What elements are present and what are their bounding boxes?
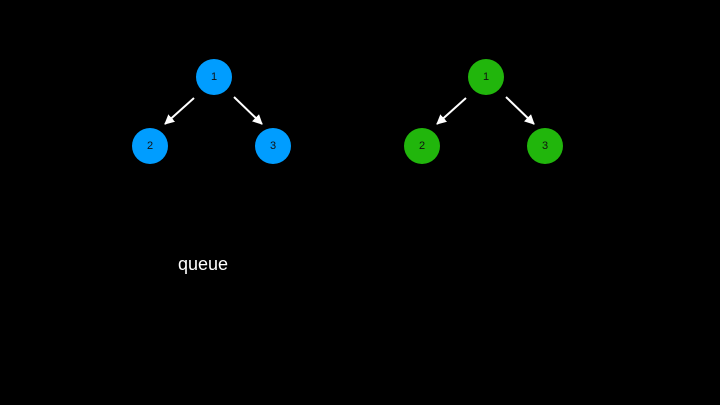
edge-1-to-3	[233, 96, 263, 125]
edge-1-to-3	[505, 96, 535, 125]
svg-text:2: 2	[147, 140, 153, 152]
tree-node-1: 1	[468, 59, 504, 95]
tree-node-1: 1	[196, 59, 232, 95]
tree-node-3: 3	[527, 128, 563, 164]
queue-label: queue	[178, 254, 229, 274]
edge-1-to-2	[436, 97, 467, 125]
edge-1-to-2	[164, 97, 195, 125]
svg-text:1: 1	[483, 71, 489, 83]
svg-text:3: 3	[542, 140, 548, 152]
tree-node-2: 2	[132, 128, 168, 164]
tree-node-2: 2	[404, 128, 440, 164]
svg-text:2: 2	[419, 140, 425, 152]
tree-blue: 1 2 3	[132, 59, 291, 164]
svg-text:1: 1	[211, 71, 217, 83]
svg-text:3: 3	[270, 140, 276, 152]
tree-green: 1 2 3	[404, 59, 563, 164]
tree-node-3: 3	[255, 128, 291, 164]
